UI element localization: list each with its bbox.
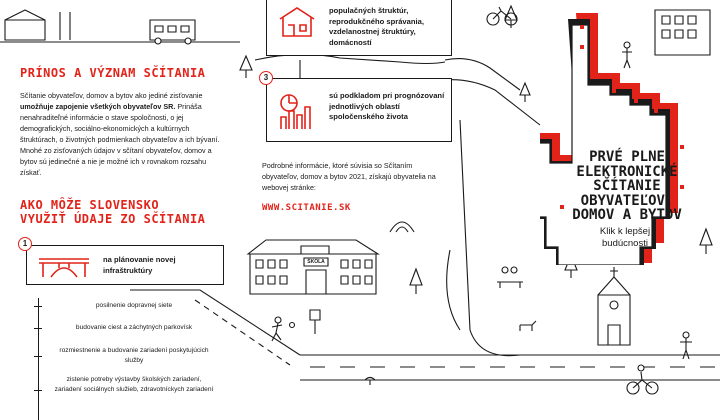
section-heading-benefits: PRÍNOS A VÝZNAM SČÍTANIA — [20, 66, 206, 80]
intro-bold: umožňuje zapojenie všetkých obyvateľov S… — [20, 102, 176, 111]
section-heading-usage-line2: VYUŽIŤ ÚDAJE ZO SČÍTANIA — [20, 212, 206, 226]
bar-chart-icon — [280, 94, 311, 129]
usage-card-3-number: 3 — [259, 71, 273, 85]
bullet-list-line — [38, 298, 40, 420]
bullet-item: budovanie ciest a záchytných parkovísk — [75, 324, 193, 331]
intro-rest: Prináša nenahraditeľné informácie o stav… — [20, 102, 220, 177]
bullet-dash — [34, 390, 42, 391]
hero-line-1: PRVÉ PLNE — [589, 149, 665, 165]
usage-card-2: populačných štruktúr, reprodukčného sprá… — [266, 0, 452, 56]
usage-card-2-text: populačných štruktúr, reprodukčného sprá… — [329, 6, 424, 47]
family-house-icon — [279, 7, 315, 37]
section-heading-usage: AKO MÔŽE SLOVENSKO VYUŽIŤ ÚDAJE ZO SČÍTA… — [20, 198, 205, 226]
bullet-item: rozmiestnenie a budovanie zariadení posk… — [59, 347, 209, 364]
hero-line-3: SČÍTANIE — [593, 178, 661, 194]
usage-card-1-number: 1 — [18, 237, 32, 251]
bridge-icon — [39, 258, 89, 278]
info-paragraph: Podrobné informácie, ktoré súvisia so Sč… — [262, 161, 436, 192]
bullet-dash — [34, 328, 42, 329]
usage-card-3: sú podkladom pri prognózovaní jednotlivý… — [266, 78, 452, 142]
school-building-illustration — [246, 239, 380, 295]
hero-line-5: DOMOV A BYTOV — [572, 207, 682, 223]
usage-card-1-text: na plánovanie novej infraštruktúry — [103, 255, 176, 275]
school-sign: ŠKOLA — [307, 259, 325, 265]
bullet-list: posilnenie dopravnej siete budovanie cie… — [18, 298, 228, 420]
hero-headline: PRVÉ PLNE ELEKTRONICKÉ SČÍTANIE OBYVATEĽ… — [552, 150, 702, 223]
hero-tagline-line-1: Klik k lepšej — [599, 226, 651, 237]
section-heading-usage-line1: AKO MÔŽE SLOVENSKO — [20, 198, 160, 212]
bullet-item: posilnenie dopravnej siete — [95, 302, 173, 309]
bullet-dash — [34, 356, 42, 357]
hero-line-2: ELEKTRONICKÉ — [576, 163, 678, 180]
usage-card-3-text: sú podkladom pri prognózovaní jednotlivý… — [329, 91, 445, 121]
cursor-hand-icon — [540, 13, 684, 265]
bullet-item: zistenie potreby výstavby školských zari… — [54, 376, 214, 393]
website-link[interactable]: WWW.SCITANIE.SK — [262, 203, 351, 213]
intro-paragraph: Sčítanie obyvateľov, domov a bytov ako j… — [20, 90, 226, 178]
usage-card-1: na plánovanie novej infraštruktúry — [26, 245, 224, 285]
bullet-dash — [34, 306, 42, 307]
hero-line-4: OBYVATEĽOV, — [580, 192, 674, 209]
hero-tagline: Klik k lepšej budúcnosti — [580, 226, 670, 249]
intro-lead: Sčítanie obyvateľov, domov a bytov ako j… — [20, 91, 203, 100]
hero-tagline-line-2: budúcnosti — [602, 237, 648, 249]
